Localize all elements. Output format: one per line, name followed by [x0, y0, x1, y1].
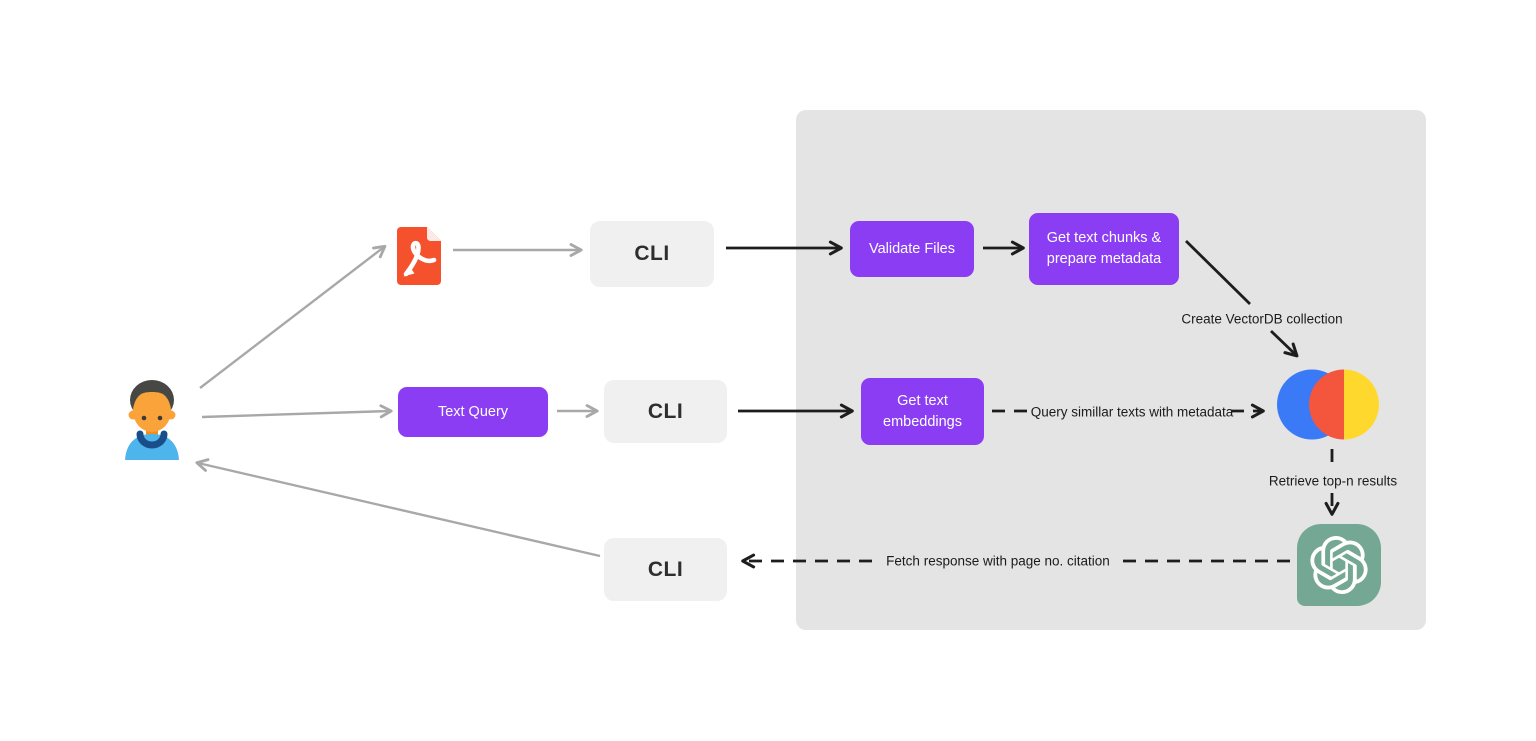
embeddings-line-2: embeddings — [883, 413, 962, 430]
cli-label: CLI — [647, 399, 684, 423]
chunks-line-2: prepare metadata — [1046, 251, 1162, 267]
arrow-user-to-pdf — [199, 244, 387, 389]
validate-files-label: Validate Files — [869, 240, 955, 257]
create-vectordb-label: Create VectorDB collection — [1181, 311, 1343, 327]
chunks-line-1: Get text chunks & — [1046, 230, 1162, 246]
user-icon — [122, 374, 182, 460]
text-query-box: Text Query — [398, 387, 548, 437]
validate-files-box: Validate Files — [850, 221, 974, 277]
cli-box-ingest: CLI — [590, 221, 714, 287]
cli-box-query: CLI — [604, 380, 727, 443]
embeddings-line-1: Get text — [897, 392, 948, 409]
openai-mark-icon — [1310, 536, 1368, 594]
query-similar-label: Query simillar texts with metadata — [1030, 404, 1234, 420]
arrow-user-to-textquery — [201, 404, 393, 419]
cli-label: CLI — [647, 557, 684, 581]
cli-label: CLI — [634, 242, 670, 265]
fetch-response-label: Fetch response with page no. citation — [886, 553, 1110, 569]
pdf-file-icon — [397, 227, 441, 285]
openai-logo — [1297, 524, 1381, 606]
get-text-chunks-box: Get text chunks & prepare metadata — [1029, 213, 1179, 285]
arrow-cli3-to-user — [195, 458, 601, 558]
text-query-label: Text Query — [437, 403, 509, 420]
cli-box-response: CLI — [604, 538, 727, 601]
get-text-embeddings-box: Get text embeddings — [861, 378, 984, 445]
chroma-db-logo — [1277, 369, 1379, 440]
retrieve-topn-label: Retrieve top-n results — [1268, 473, 1398, 489]
